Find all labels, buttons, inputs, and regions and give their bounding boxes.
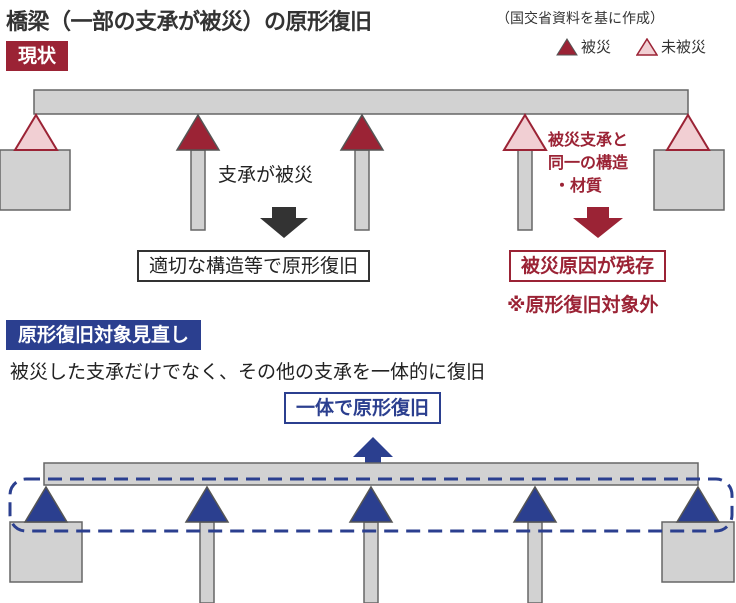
top-bearing-damaged-1 [175, 113, 221, 151]
box-restore-appropriate: 適切な構造等で原形復旧 [137, 250, 371, 282]
legend-damaged: 被災 [556, 36, 611, 57]
dark-down-arrow [260, 207, 308, 238]
bottom-bearing-3 [348, 485, 394, 523]
bottom-bearing-1 [23, 485, 69, 523]
top-bearing-undamaged-3 [665, 113, 711, 151]
top-bearing-undamaged-1 [13, 113, 59, 151]
diagram-title: 橋梁（一部の支承が被災）の原形復旧 [6, 10, 372, 35]
bottom-bearing-2 [184, 485, 230, 523]
legend-undamaged: 未被災 [636, 36, 706, 57]
top-pier-1 [190, 149, 206, 231]
note-line-2: 同一の構造 [548, 153, 629, 172]
bottom-pier-3 [527, 521, 543, 603]
top-bearing-undamaged-2 [502, 113, 548, 151]
top-left-abutment [0, 149, 71, 211]
top-pier-2 [354, 149, 370, 231]
bottom-girder [43, 462, 699, 486]
note-excluded: ※原形復旧対象外 [507, 294, 659, 316]
bottom-bearing-5 [675, 485, 721, 523]
box-cause-remains: 被災原因が残存 [509, 250, 667, 282]
top-right-abutment [653, 149, 725, 211]
source-note: （国交省資料を基に作成） [496, 11, 664, 27]
top-pier-3 [517, 149, 533, 231]
section-tag-revised: 原形復旧対象見直し [6, 320, 202, 350]
bottom-pier-1 [199, 521, 215, 603]
section-tag-current: 現状 [6, 41, 69, 71]
revised-description: 被災した支承だけでなく、その他の支承を一体的に復旧 [10, 361, 486, 383]
damaged-triangle-icon [556, 37, 578, 55]
note-same-structure: 被災支承と 同一の構造 ・材質 [548, 128, 628, 197]
blue-up-arrow [353, 437, 393, 469]
label-damaged-bearings: 支承が被災 [218, 164, 314, 186]
legend-damaged-label: 被災 [581, 38, 612, 56]
top-bearing-damaged-2 [339, 113, 385, 151]
bottom-bearing-4 [512, 485, 558, 523]
undamaged-triangle-icon [636, 37, 658, 56]
box-unified-restore: 一体で原形復旧 [284, 392, 442, 424]
bottom-pier-2 [363, 521, 379, 603]
note-line-3: ・材質 [554, 176, 603, 195]
unified-restoration-outline [8, 477, 734, 533]
note-line-1: 被災支承と [548, 130, 629, 149]
legend-undamaged-label: 未被災 [661, 38, 707, 56]
red-down-arrow [573, 207, 623, 238]
top-girder [33, 89, 689, 115]
